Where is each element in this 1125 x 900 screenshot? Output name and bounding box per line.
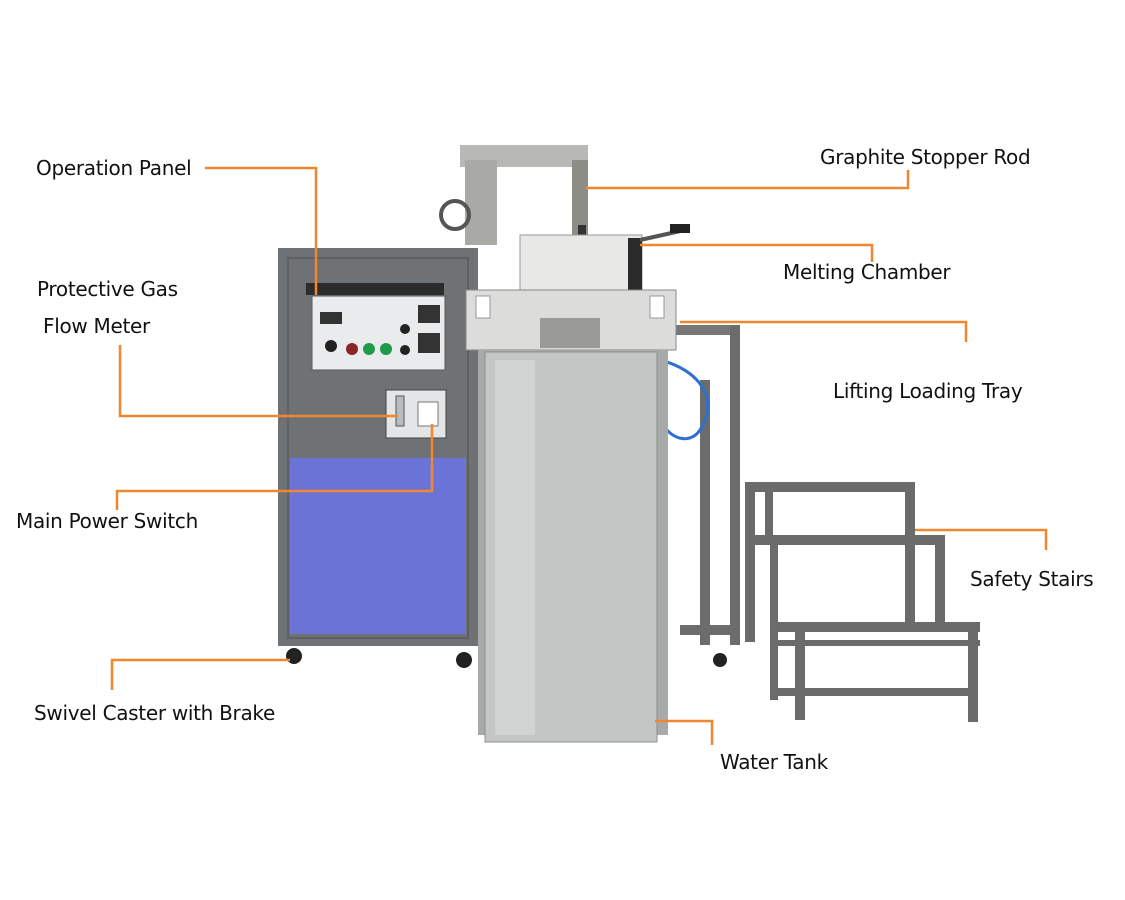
safety-stairs [745, 482, 980, 722]
lifting-loading-tray [658, 325, 740, 667]
leader-lines [110, 166, 1048, 745]
leader-protective-gas [118, 345, 398, 418]
leader-operation-panel [205, 166, 318, 295]
label-swivel-caster: Swivel Caster with Brake [34, 701, 275, 725]
label-safety-stairs: Safety Stairs [970, 567, 1094, 591]
label-main-power-switch: Main Power Switch [16, 509, 198, 533]
graphite-stopper-rod [439, 145, 588, 245]
control-cabinet [278, 248, 478, 668]
leader-melting-chamber [640, 243, 874, 262]
leader-safety-stairs [915, 528, 1048, 550]
leader-lifting-loading-tray [680, 320, 968, 342]
leader-main-power-switch [115, 424, 434, 510]
label-protective-gas-line2: Flow Meter [43, 314, 150, 338]
leader-graphite-stopper-rod [585, 170, 910, 190]
leader-water-tank [655, 719, 714, 745]
label-operation-panel: Operation Panel [36, 156, 192, 180]
label-lifting-loading-tray: Lifting Loading Tray [833, 379, 1023, 403]
leader-swivel-caster [110, 658, 290, 690]
label-melting-chamber: Melting Chamber [783, 260, 951, 284]
water-tank [478, 350, 668, 743]
label-water-tank: Water Tank [720, 750, 828, 774]
melting-chamber [519, 224, 690, 296]
label-graphite-stopper-rod: Graphite Stopper Rod [820, 145, 1031, 169]
label-protective-gas-line1: Protective Gas [37, 277, 178, 301]
